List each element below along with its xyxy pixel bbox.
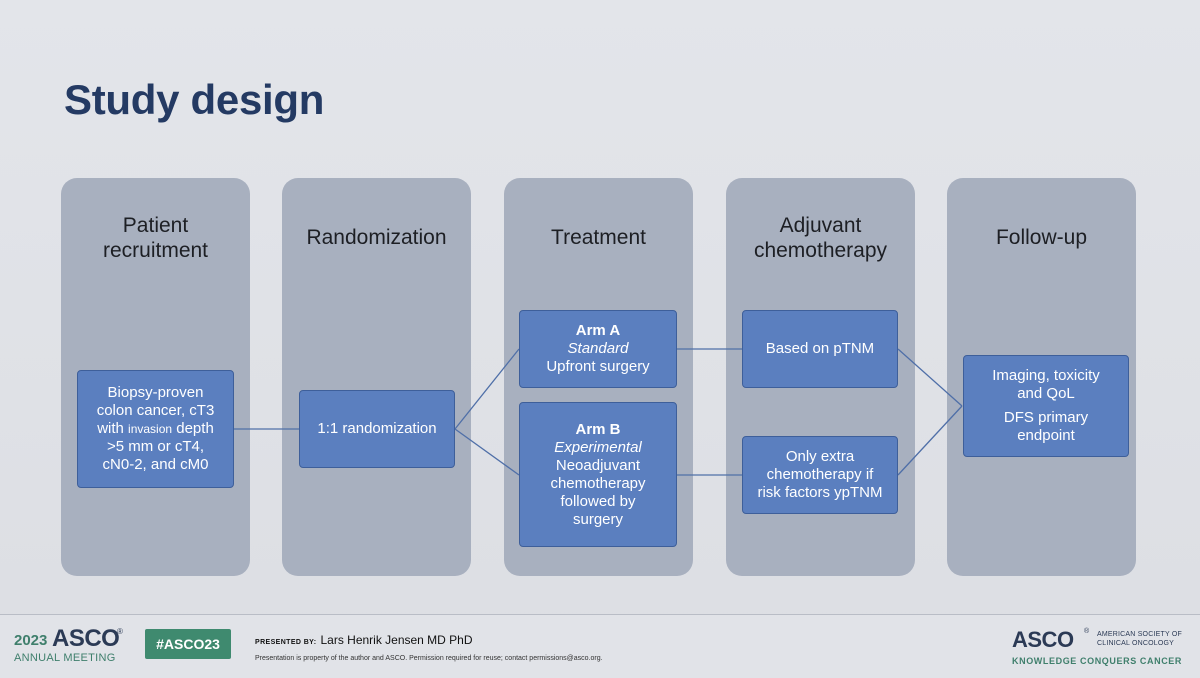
- arm-b-box: Arm B Experimental Neoadjuvant chemother…: [519, 402, 677, 547]
- recruitment-word: depth: [176, 420, 214, 437]
- arm-a-label: Standard: [567, 340, 629, 357]
- column-title-follow-up: Follow-up: [995, 226, 1088, 249]
- society-tagline: KNOWLEDGE CONQUERS CANCER: [1012, 656, 1183, 666]
- recruitment-criteria-box: Biopsy-proven colon cancer, cT3 with inv…: [77, 370, 234, 488]
- arm-a-description: Upfront surgery: [546, 358, 650, 375]
- hashtag-badge: #ASCO23: [145, 629, 231, 659]
- connector-randomization-arm-b: [454, 428, 520, 476]
- asco-logo-text: ASCO: [52, 625, 120, 652]
- recruitment-line: Biopsy-proven: [107, 384, 204, 401]
- presenter-name: Lars Henrik Jensen MD PhD: [320, 633, 473, 647]
- slide-footer: 2023 ASCO ® ANNUAL MEETING #ASCO23 PRESE…: [0, 614, 1200, 678]
- column-title-patient-recruitment: Patient recruitment: [102, 214, 209, 262]
- connector-adjuvant-a-followup: [897, 348, 963, 407]
- column-randomization: Randomization: [282, 178, 471, 576]
- adjuvant-standard-text: Based on pTNM: [765, 340, 875, 357]
- follow-up-line: endpoint: [1017, 427, 1075, 444]
- registered-mark-right: ®: [1084, 628, 1090, 635]
- adjuvant-experimental-line: chemotherapy if: [766, 466, 874, 483]
- follow-up-line: and QoL: [1017, 385, 1075, 402]
- column-title-adjuvant-chemotherapy: Adjuvant chemotherapy: [753, 214, 888, 262]
- arm-b-line: followed by: [560, 492, 636, 510]
- recruitment-line: colon cancer, cT3: [96, 402, 215, 419]
- connector-adjuvant-b-followup: [897, 405, 963, 476]
- recruitment-line: with invasion depth: [97, 420, 214, 438]
- adjuvant-experimental-line: risk factors ypTNM: [757, 484, 883, 501]
- arm-b-label: Experimental: [554, 438, 642, 456]
- registered-mark: ®: [117, 627, 123, 636]
- presented-by: PRESENTED BY:Lars Henrik Jensen MD PhD: [255, 633, 473, 647]
- recruitment-word: with: [97, 420, 124, 437]
- follow-up-line: DFS primary: [1003, 409, 1089, 426]
- arm-b-name: Arm B: [575, 420, 621, 438]
- society-name: AMERICAN SOCIETY OF CLINICAL ONCOLOGY: [1097, 631, 1182, 647]
- column-title-randomization: Randomization: [306, 226, 447, 249]
- follow-up-box: Imaging, toxicity and QoL DFS primary en…: [963, 355, 1129, 457]
- arm-b-line: Neoadjuvant: [555, 456, 641, 474]
- recruitment-line: >5 mm or cT4,: [106, 438, 205, 455]
- adjuvant-standard-box: Based on pTNM: [742, 310, 898, 388]
- recruitment-line: cN0-2, and cM0: [102, 456, 209, 473]
- annual-meeting-label: ANNUAL MEETING: [14, 652, 116, 664]
- adjuvant-experimental-line: Only extra: [785, 448, 855, 465]
- adjuvant-experimental-box: Only extra chemotherapy if risk factors …: [742, 436, 898, 514]
- column-title-treatment: Treatment: [551, 226, 646, 249]
- randomization-text: 1:1 randomization: [317, 420, 437, 437]
- recruitment-word-small: invasion: [128, 422, 173, 436]
- follow-up-line: Imaging, toxicity: [992, 367, 1100, 384]
- presented-by-label: PRESENTED BY:: [255, 639, 317, 646]
- arm-a-box: Arm A Standard Upfront surgery: [519, 310, 677, 388]
- slide-title: Study design: [64, 76, 325, 123]
- arm-b-line: chemotherapy: [550, 474, 646, 492]
- connector-randomization-arm-a: [454, 348, 520, 430]
- property-notice: Presentation is property of the author a…: [255, 655, 603, 662]
- asco-society-logo-text: ASCO: [1012, 627, 1074, 652]
- meeting-year: 2023: [14, 632, 48, 649]
- arm-a-name: Arm A: [575, 322, 621, 339]
- arm-b-line: surgery: [572, 510, 624, 528]
- randomization-box: 1:1 randomization: [299, 390, 455, 468]
